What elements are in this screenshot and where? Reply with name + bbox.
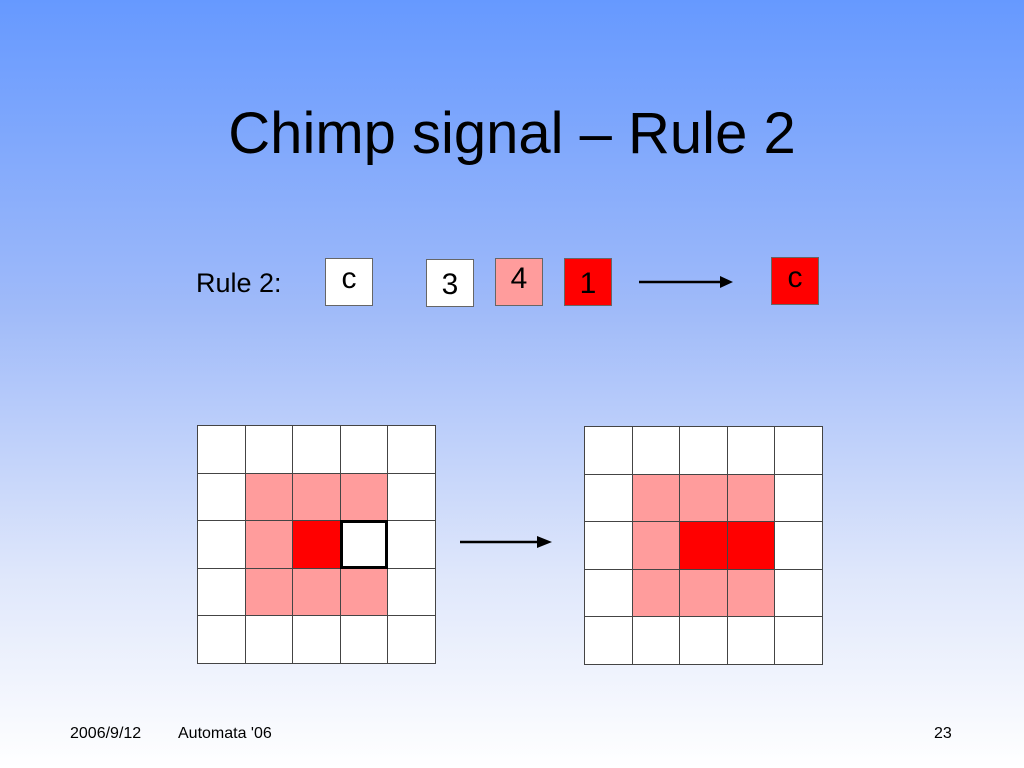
footer-page-number: 23 bbox=[934, 725, 952, 742]
grid-before-cell-r1-c4 bbox=[387, 472, 436, 521]
grid-after-cell-r1-c4 bbox=[774, 473, 823, 522]
rule-cell-3-label: 3 bbox=[441, 268, 459, 301]
grid-before-cell-r0-c2 bbox=[292, 425, 341, 474]
grid-before-cell-r1-c2 bbox=[292, 472, 341, 521]
grid-after-cell-r3-c3 bbox=[726, 568, 775, 617]
grid-after-cell-r2-c3 bbox=[726, 521, 775, 570]
grid-after-cell-r0-c3 bbox=[726, 426, 775, 475]
grid-before-cell-r4-c2 bbox=[292, 615, 341, 664]
rule-cell-center-c: c bbox=[325, 258, 373, 306]
rule-result-cell-c: c bbox=[771, 257, 819, 305]
grid-before-cell-r2-c0 bbox=[197, 520, 246, 569]
grid-after-cell-r4-c1 bbox=[631, 616, 680, 665]
grid-before-cell-r1-c3 bbox=[339, 472, 388, 521]
grid-after-cell-r1-c3 bbox=[726, 473, 775, 522]
footer-event: Automata '06 bbox=[178, 725, 272, 742]
footer-date: 2006/9/12 bbox=[70, 725, 142, 742]
rule-cell-center-c-label: c bbox=[341, 262, 357, 295]
grid-before-cell-r3-c0 bbox=[197, 567, 246, 616]
rule-label: Rule 2: bbox=[196, 268, 282, 298]
grid-before-cell-r3-c1 bbox=[244, 567, 293, 616]
rule-cell-3: 3 bbox=[426, 259, 474, 307]
grid-after-cell-r3-c2 bbox=[679, 568, 728, 617]
grid-after-cell-r0-c2 bbox=[679, 426, 728, 475]
grid-after-cell-r0-c1 bbox=[631, 426, 680, 475]
grid-after-cell-r3-c1 bbox=[631, 568, 680, 617]
slide-title: Chimp signal – Rule 2 bbox=[228, 101, 796, 166]
grid-after-cell-r0-c0 bbox=[584, 426, 633, 475]
grid-after-cell-r2-c2 bbox=[679, 521, 728, 570]
grid-before-cell-r1-c0 bbox=[197, 472, 246, 521]
grid-before-cell-r0-c3 bbox=[339, 425, 388, 474]
grid-before-cell-r3-c2 bbox=[292, 567, 341, 616]
rule-cell-1-label: 1 bbox=[579, 267, 597, 300]
grid-before-cell-r2-c2 bbox=[292, 520, 341, 569]
rule-arrow-icon bbox=[639, 276, 733, 288]
grid-after-cell-r0-c4 bbox=[774, 426, 823, 475]
grid-after-cell-r2-c4 bbox=[774, 521, 823, 570]
transition-arrow-icon bbox=[460, 536, 552, 548]
grid-after-cell-r1-c2 bbox=[679, 473, 728, 522]
grid-after-cell-r1-c0 bbox=[584, 473, 633, 522]
grid-before-cell-r4-c3 bbox=[339, 615, 388, 664]
grid-before-cell-r0-c0 bbox=[197, 425, 246, 474]
grid-before-cell-r0-c1 bbox=[244, 425, 293, 474]
grid-before-cell-r2-c3 bbox=[339, 520, 388, 569]
grid-before-cell-r1-c1 bbox=[244, 472, 293, 521]
grid-before-cell-r0-c4 bbox=[387, 425, 436, 474]
grid-after-cell-r3-c0 bbox=[584, 568, 633, 617]
grid-before-cell-r3-c3 bbox=[339, 567, 388, 616]
rule-cell-4-label: 4 bbox=[510, 262, 528, 295]
grid-after-cell-r4-c0 bbox=[584, 616, 633, 665]
grid-before-cell-r4-c4 bbox=[387, 615, 436, 664]
grid-after-cell-r1-c1 bbox=[631, 473, 680, 522]
grid-after-cell-r2-c1 bbox=[631, 521, 680, 570]
rule-cell-4: 4 bbox=[495, 258, 543, 306]
grid-before-cell-r2-c4 bbox=[387, 520, 436, 569]
grid-before-cell-r3-c4 bbox=[387, 567, 436, 616]
grid-before-cell-r2-c1 bbox=[244, 520, 293, 569]
rule-result-cell-c-label: c bbox=[787, 261, 803, 294]
grid-after-cell-r3-c4 bbox=[774, 568, 823, 617]
grid-before-cell-r4-c0 bbox=[197, 615, 246, 664]
grid-after-cell-r4-c2 bbox=[679, 616, 728, 665]
grid-after-cell-r4-c4 bbox=[774, 616, 823, 665]
rule-cell-1: 1 bbox=[564, 258, 612, 306]
grid-before-cell-r4-c1 bbox=[244, 615, 293, 664]
grid-after-cell-r4-c3 bbox=[726, 616, 775, 665]
grid-after-cell-r2-c0 bbox=[584, 521, 633, 570]
